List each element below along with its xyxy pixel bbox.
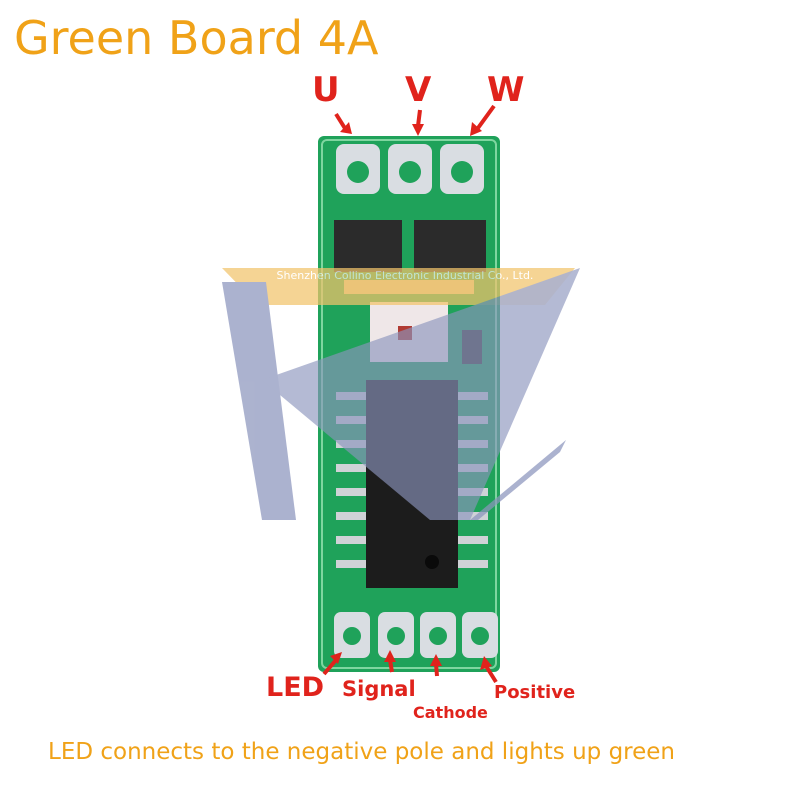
top-pads (336, 144, 484, 194)
pin-label-u: U (312, 70, 340, 110)
pin-label-v: V (405, 70, 432, 110)
pin-label-led: LED (266, 672, 325, 703)
mosfet-left (334, 220, 402, 272)
pin-label-w: W (487, 70, 525, 110)
caption: LED connects to the negative pole and li… (48, 739, 675, 765)
pin-label-cathode: Cathode (413, 703, 488, 722)
svg-text:Shenzhen Collino Electronic In: Shenzhen Collino Electronic Industrial C… (277, 269, 534, 282)
watermark-logo: Shenzhen Collino Electronic Industrial C… (222, 268, 580, 520)
page-title: Green Board 4A (14, 11, 379, 65)
mosfet-right (414, 220, 486, 272)
bottom-pads (334, 612, 498, 658)
pin-arrows (322, 104, 498, 684)
pin-label-positive: Positive (494, 682, 576, 703)
pin-label-signal: Signal (342, 677, 416, 701)
ic-dot (425, 555, 439, 569)
